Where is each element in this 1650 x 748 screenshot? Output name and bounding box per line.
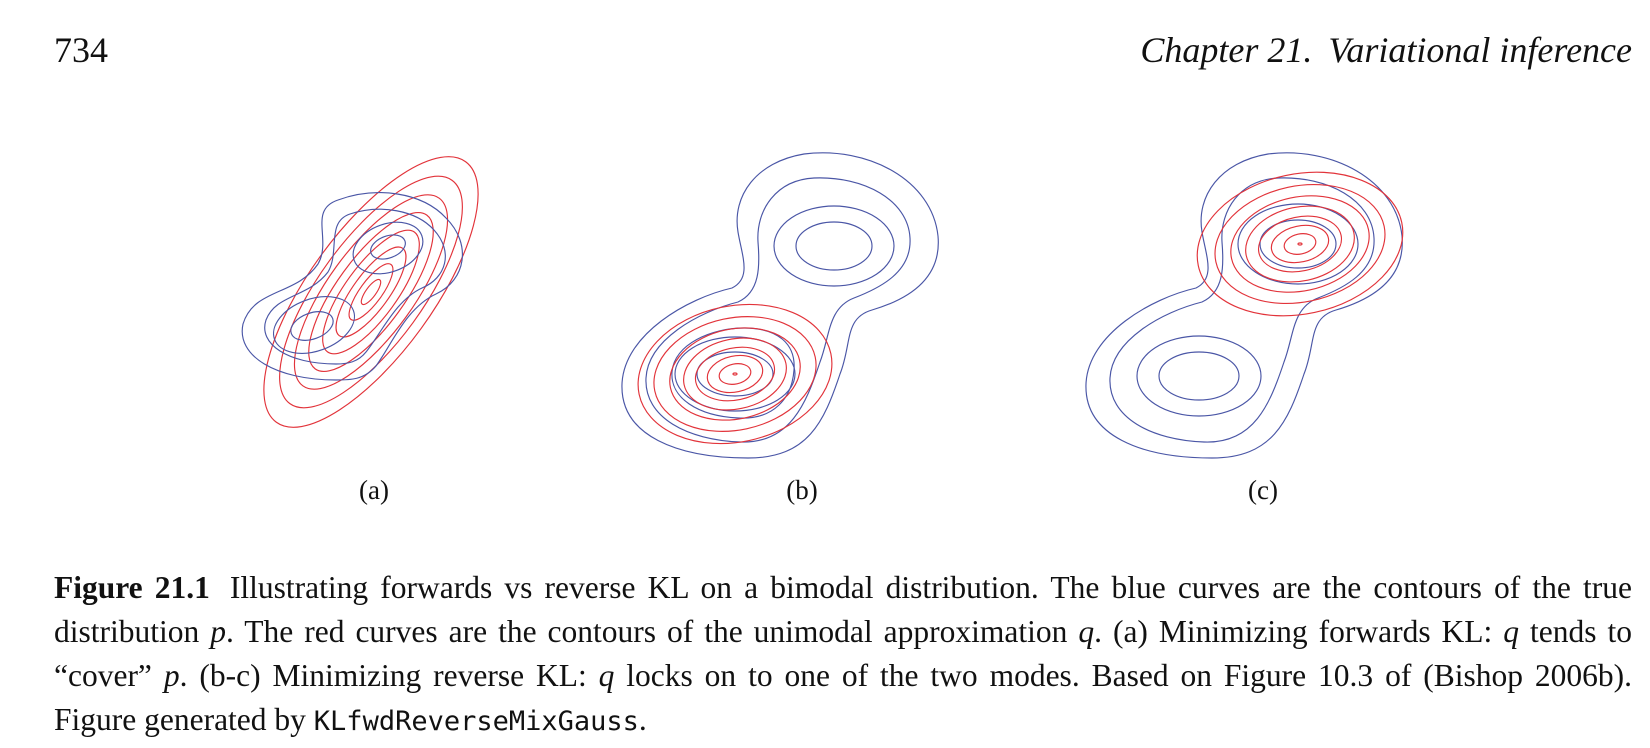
approximation-contours-red — [637, 303, 833, 445]
approximation-contours-red — [1196, 171, 1404, 317]
caption-symbol-q: q — [1078, 614, 1095, 649]
chapter-title: Variational inference — [1328, 30, 1632, 70]
caption-text: . — [638, 702, 647, 737]
caption-symbol-p: p — [210, 614, 226, 649]
caption-text: . (a) Minimizing forwards KL: — [1094, 614, 1504, 649]
caption-text: tends to “cover” — [54, 614, 1633, 693]
caption-symbol-p: p — [163, 658, 180, 693]
panel-b-plot — [618, 148, 974, 459]
running-head: Chapter 21. Variational inference — [1140, 28, 1632, 72]
caption-text: . The red curves are the contours of the… — [226, 614, 1079, 649]
panel-c-label: (c) — [1248, 475, 1278, 505]
true-distribution-contours-blue — [621, 152, 939, 459]
caption-code: KLfwdReverseMixGauss — [313, 706, 639, 737]
true-distribution-contours-blue — [1085, 152, 1403, 459]
caption-symbol-q: q — [1503, 614, 1520, 649]
figure — [0, 148, 1650, 459]
caption-text: locks on to one of the two modes. Based … — [54, 658, 1633, 737]
page-number: 734 — [54, 30, 108, 70]
caption-label: Figure 21.1 — [54, 570, 210, 605]
panel-c-plot — [1082, 148, 1438, 459]
true-distribution-contours-blue — [241, 192, 463, 381]
panel-a-plot — [216, 148, 526, 458]
panel-b-label: (b) — [786, 475, 818, 505]
panel-a-label: (a) — [359, 475, 389, 505]
caption-symbol-q: q — [598, 658, 615, 693]
caption-text: Illustrating forwards vs reverse KL on a… — [54, 570, 1632, 649]
approximation-contours-red — [263, 156, 479, 428]
chapter-number: Chapter 21. — [1140, 30, 1313, 70]
caption-text: . (b-c) Minimizing reverse KL: — [179, 658, 599, 693]
